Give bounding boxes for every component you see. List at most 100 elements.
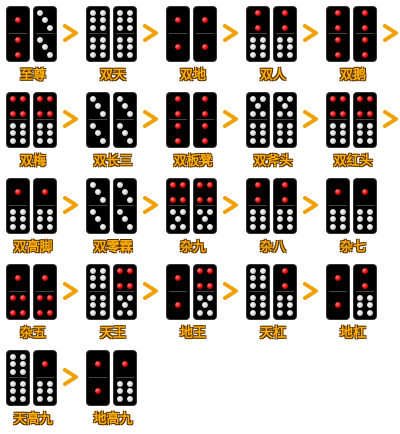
tile-half [354,206,376,233]
white-pip [260,130,266,136]
white-pip [255,103,261,109]
white-pip [287,96,293,102]
white-pip [90,310,96,316]
tile-combo: 杂七 [324,176,400,262]
white-pip [260,138,266,144]
white-pip [42,44,48,50]
tile-combo: 杂五 [4,262,84,348]
tile-divider [169,291,187,292]
red-pip [117,283,123,289]
domino-tile-icon [193,6,217,62]
white-pip [90,302,96,308]
tile-half [7,351,29,378]
tile-half [34,206,56,233]
white-pip [20,361,26,367]
tile-divider [249,291,267,292]
white-pip [340,138,346,144]
white-pip [367,209,373,215]
tile-divider [116,119,134,120]
red-pip [282,10,288,16]
combo-label: 天高九 [13,412,53,427]
white-pip [117,182,123,188]
red-pip [37,96,43,102]
white-pip [37,209,43,215]
white-pip [47,123,53,129]
red-pip [362,268,368,274]
white-pip [20,138,26,144]
white-pip [127,111,133,117]
white-pip [330,123,336,129]
white-pip [37,224,43,230]
white-pip [90,295,96,301]
tile-divider [356,291,374,292]
chevron-right-icon [303,196,318,214]
tile-half [7,34,29,61]
red-pip [340,96,346,102]
white-pip [90,182,96,188]
white-pip [47,25,53,31]
white-pip [127,396,133,402]
white-pip [117,96,123,102]
tile-divider [169,205,187,206]
tile-half [167,292,189,319]
white-pip [357,295,363,301]
red-pip [255,25,261,31]
red-pip [37,111,43,117]
white-pip [100,268,106,274]
tile-divider [9,33,27,34]
combo-label: 地王 [179,326,206,341]
tile-half [7,7,29,34]
tile-half [87,120,109,147]
tile-pair [326,264,378,320]
white-pip [260,111,266,117]
domino-tile-icon [193,92,217,148]
tile-half [114,93,136,120]
white-pip [170,209,176,215]
white-pip [127,381,133,387]
domino-tile-icon [33,92,57,148]
white-pip [127,388,133,394]
white-pip [100,310,106,316]
red-pip [47,111,53,117]
white-pip [330,209,336,215]
white-pip [250,295,256,301]
white-pip [90,123,96,129]
white-pip [250,130,256,136]
white-pip [37,130,43,136]
tile-divider [356,119,374,120]
combo-label: 地杠 [339,326,366,341]
tile-divider [356,205,374,206]
tile-half [167,7,189,34]
domino-tile-icon [166,264,190,320]
white-pip [287,37,293,43]
combo-label: 双红头 [333,154,373,169]
red-pip [357,111,363,117]
red-pip [197,283,203,289]
tile-half [34,351,56,378]
chevron-right-icon [383,110,398,128]
white-pip [197,310,203,316]
white-pip [287,295,293,301]
white-pip [207,295,213,301]
combo-label: 双梅 [19,154,46,169]
white-pip [95,189,101,195]
tile-divider [89,291,107,292]
chevron-right-icon [303,24,318,42]
combo-label: 双人 [259,68,286,83]
domino-tile-icon [166,6,190,62]
tile-half [114,7,136,34]
tile-pair [326,92,378,148]
white-pip [10,209,16,215]
domino-tile-icon [6,6,30,62]
tile-half [34,179,56,206]
combo-label: 杂九 [179,240,206,255]
tile-half [114,265,136,292]
white-pip [260,44,266,50]
tile-divider [36,205,54,206]
tile-half [327,7,349,34]
tile-pair [246,6,298,62]
combo-label: 杂七 [339,240,366,255]
combo-label: 双零霖 [93,240,133,255]
red-pip [197,268,203,274]
tile-half [114,351,136,378]
